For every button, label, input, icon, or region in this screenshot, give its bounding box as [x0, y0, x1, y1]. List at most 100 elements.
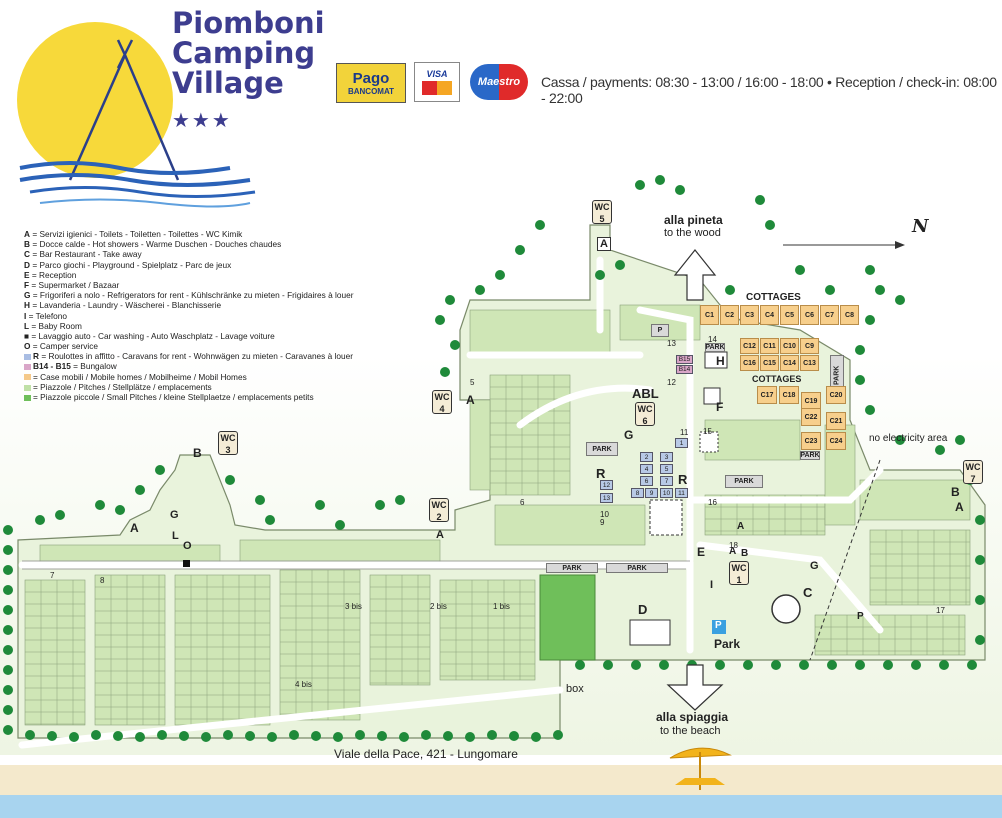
road-number: 1 bis	[493, 602, 510, 611]
to-wood-label-en: to the wood	[664, 227, 721, 239]
caravan-unit: 9	[645, 488, 658, 498]
letter-g-east: G	[810, 560, 819, 572]
laundry-icon	[704, 351, 728, 369]
letter-a-left: A	[466, 393, 475, 407]
letter-a-top: A	[597, 237, 611, 251]
letter-r-left: R	[596, 466, 606, 481]
legend-row: ■ = Lavaggio auto - Car washing - Auto W…	[24, 331, 354, 341]
legend-text: = Frigoriferi a nolo - Refrigerators for…	[32, 290, 354, 301]
playground-icon	[629, 619, 671, 646]
caravan-unit: 7	[660, 476, 673, 486]
cottage-unit: C15	[760, 355, 779, 371]
legend-text: = Roulottes in affitto - Caravans for re…	[41, 351, 353, 362]
abl-label: ABL	[632, 386, 659, 401]
legend-row: C = Bar Restaurant - Take away	[24, 249, 354, 259]
visa-logo: VISA	[414, 62, 460, 102]
wc-2-number: 2	[436, 512, 442, 522]
wc-5-icon: WC 5	[592, 200, 612, 224]
road-number: 18	[729, 541, 738, 550]
caravan-unit: 10	[660, 488, 673, 498]
car-wash-icon	[183, 560, 190, 567]
legend-row: G = Frigoriferi a nolo - Refrigerators f…	[24, 290, 354, 300]
letter-b-reception: B	[741, 548, 749, 559]
cottage-unit: C9	[800, 338, 819, 354]
caravan-unit: 12	[600, 480, 613, 490]
legend-row: D = Parco giochi - Playground - Spielpla…	[24, 260, 354, 270]
park-laundry: PARK	[705, 343, 725, 352]
road-number: 16	[708, 498, 717, 507]
letter-a-east: A	[737, 521, 745, 532]
road-number: 14	[708, 335, 717, 344]
road-number: 12	[667, 378, 676, 387]
hatched-building	[649, 499, 683, 536]
cottage-unit: C22	[801, 408, 821, 426]
cottages-title-top: COTTAGES	[746, 292, 801, 303]
cottage-unit: C23	[801, 432, 821, 450]
legend-swatch	[24, 384, 31, 391]
legend-text: = Baby Room	[31, 320, 82, 331]
caravan-unit: 2	[640, 452, 653, 462]
legend-key: E	[24, 269, 30, 280]
wc-1-number: 1	[736, 575, 742, 585]
legend-text: = Reception	[31, 269, 77, 280]
legend-row: B = Docce calde - Hot showers - Warme Du…	[24, 239, 354, 249]
wc-3-number: 3	[225, 445, 231, 455]
wc-5-label: WC	[594, 202, 610, 212]
bungalow-b14: B14	[676, 365, 693, 374]
letter-a-reception: A	[729, 546, 737, 557]
letter-a-mid: A	[436, 529, 444, 541]
north-arrow-icon	[783, 241, 905, 249]
legend: A = Servizi igienici - Toilets - Toilett…	[24, 229, 354, 402]
legend-key: C	[24, 249, 30, 260]
legend-row: H = Lavanderia - Laundry - Wäscherei - B…	[24, 300, 354, 310]
legend-key: F	[24, 279, 30, 290]
caravan-unit: 5	[660, 464, 673, 474]
parking-sign-icon	[712, 620, 726, 634]
no-electricity-label: no electricity area	[869, 433, 948, 444]
caravan-unit: 1	[675, 438, 688, 448]
letter-f: F	[716, 400, 724, 414]
letter-a-far-east: A	[955, 500, 964, 514]
cottage-unit: C2	[720, 305, 739, 325]
wc-4-label: WC	[434, 392, 450, 402]
road-number: 5	[470, 378, 475, 387]
legend-key: B14 - B15	[33, 361, 71, 372]
logo-line-1: Piomboni	[172, 6, 325, 40]
restaurant-icon	[771, 594, 801, 624]
legend-row: = Piazzole piccole / Small Pitches / kle…	[24, 392, 354, 402]
legend-key: D	[24, 259, 30, 270]
logo-line-2: Camping	[172, 36, 316, 70]
opening-hours: Cassa / payments: 08:30 - 13:00 / 16:00 …	[541, 74, 997, 106]
letter-l: L	[172, 530, 179, 542]
wc-1-label: WC	[731, 563, 747, 573]
cottage-unit: C12	[740, 338, 759, 354]
letter-g-center: G	[624, 428, 634, 442]
legend-text: = Case mobili / Mobile homes / Mobilheim…	[33, 371, 247, 382]
address-label: Viale della Pace, 421 - Lungomare	[334, 747, 518, 761]
cottage-unit: C3	[740, 305, 759, 325]
pitch-grid-lines	[25, 375, 970, 725]
logo-wordmark: Piomboni Camping Village	[172, 8, 325, 98]
legend-text: = Supermarket / Bazaar	[31, 279, 120, 290]
pagobancomat-logo: Pago BANCOMAT	[336, 63, 406, 103]
parking-p-label: P	[715, 620, 722, 631]
cottages-title-mid: COTTAGES	[752, 374, 802, 384]
letter-p-east: P	[857, 611, 864, 622]
cottage-unit: C14	[780, 355, 799, 371]
legend-text: = Bar Restaurant - Take away	[32, 249, 142, 260]
wc-7-number: 7	[970, 474, 976, 484]
cottage-unit: C16	[740, 355, 759, 371]
caravan-unit: 8	[631, 488, 644, 498]
legend-key: L	[24, 320, 30, 331]
road-number: 13	[667, 339, 676, 348]
legend-text: = Piazzole / Pitches / Stellplätze / emp…	[33, 381, 212, 392]
pago-text: Pago	[352, 70, 390, 87]
road-number: 3 bis	[345, 602, 362, 611]
logo-icon	[17, 22, 256, 208]
legend-text: = Docce calde - Hot showers - Warme Dusc…	[32, 239, 282, 250]
wc-5-number: 5	[599, 214, 605, 224]
wc-3-label: WC	[220, 433, 236, 443]
legend-key: I	[24, 310, 27, 321]
legend-key: G	[24, 290, 31, 301]
